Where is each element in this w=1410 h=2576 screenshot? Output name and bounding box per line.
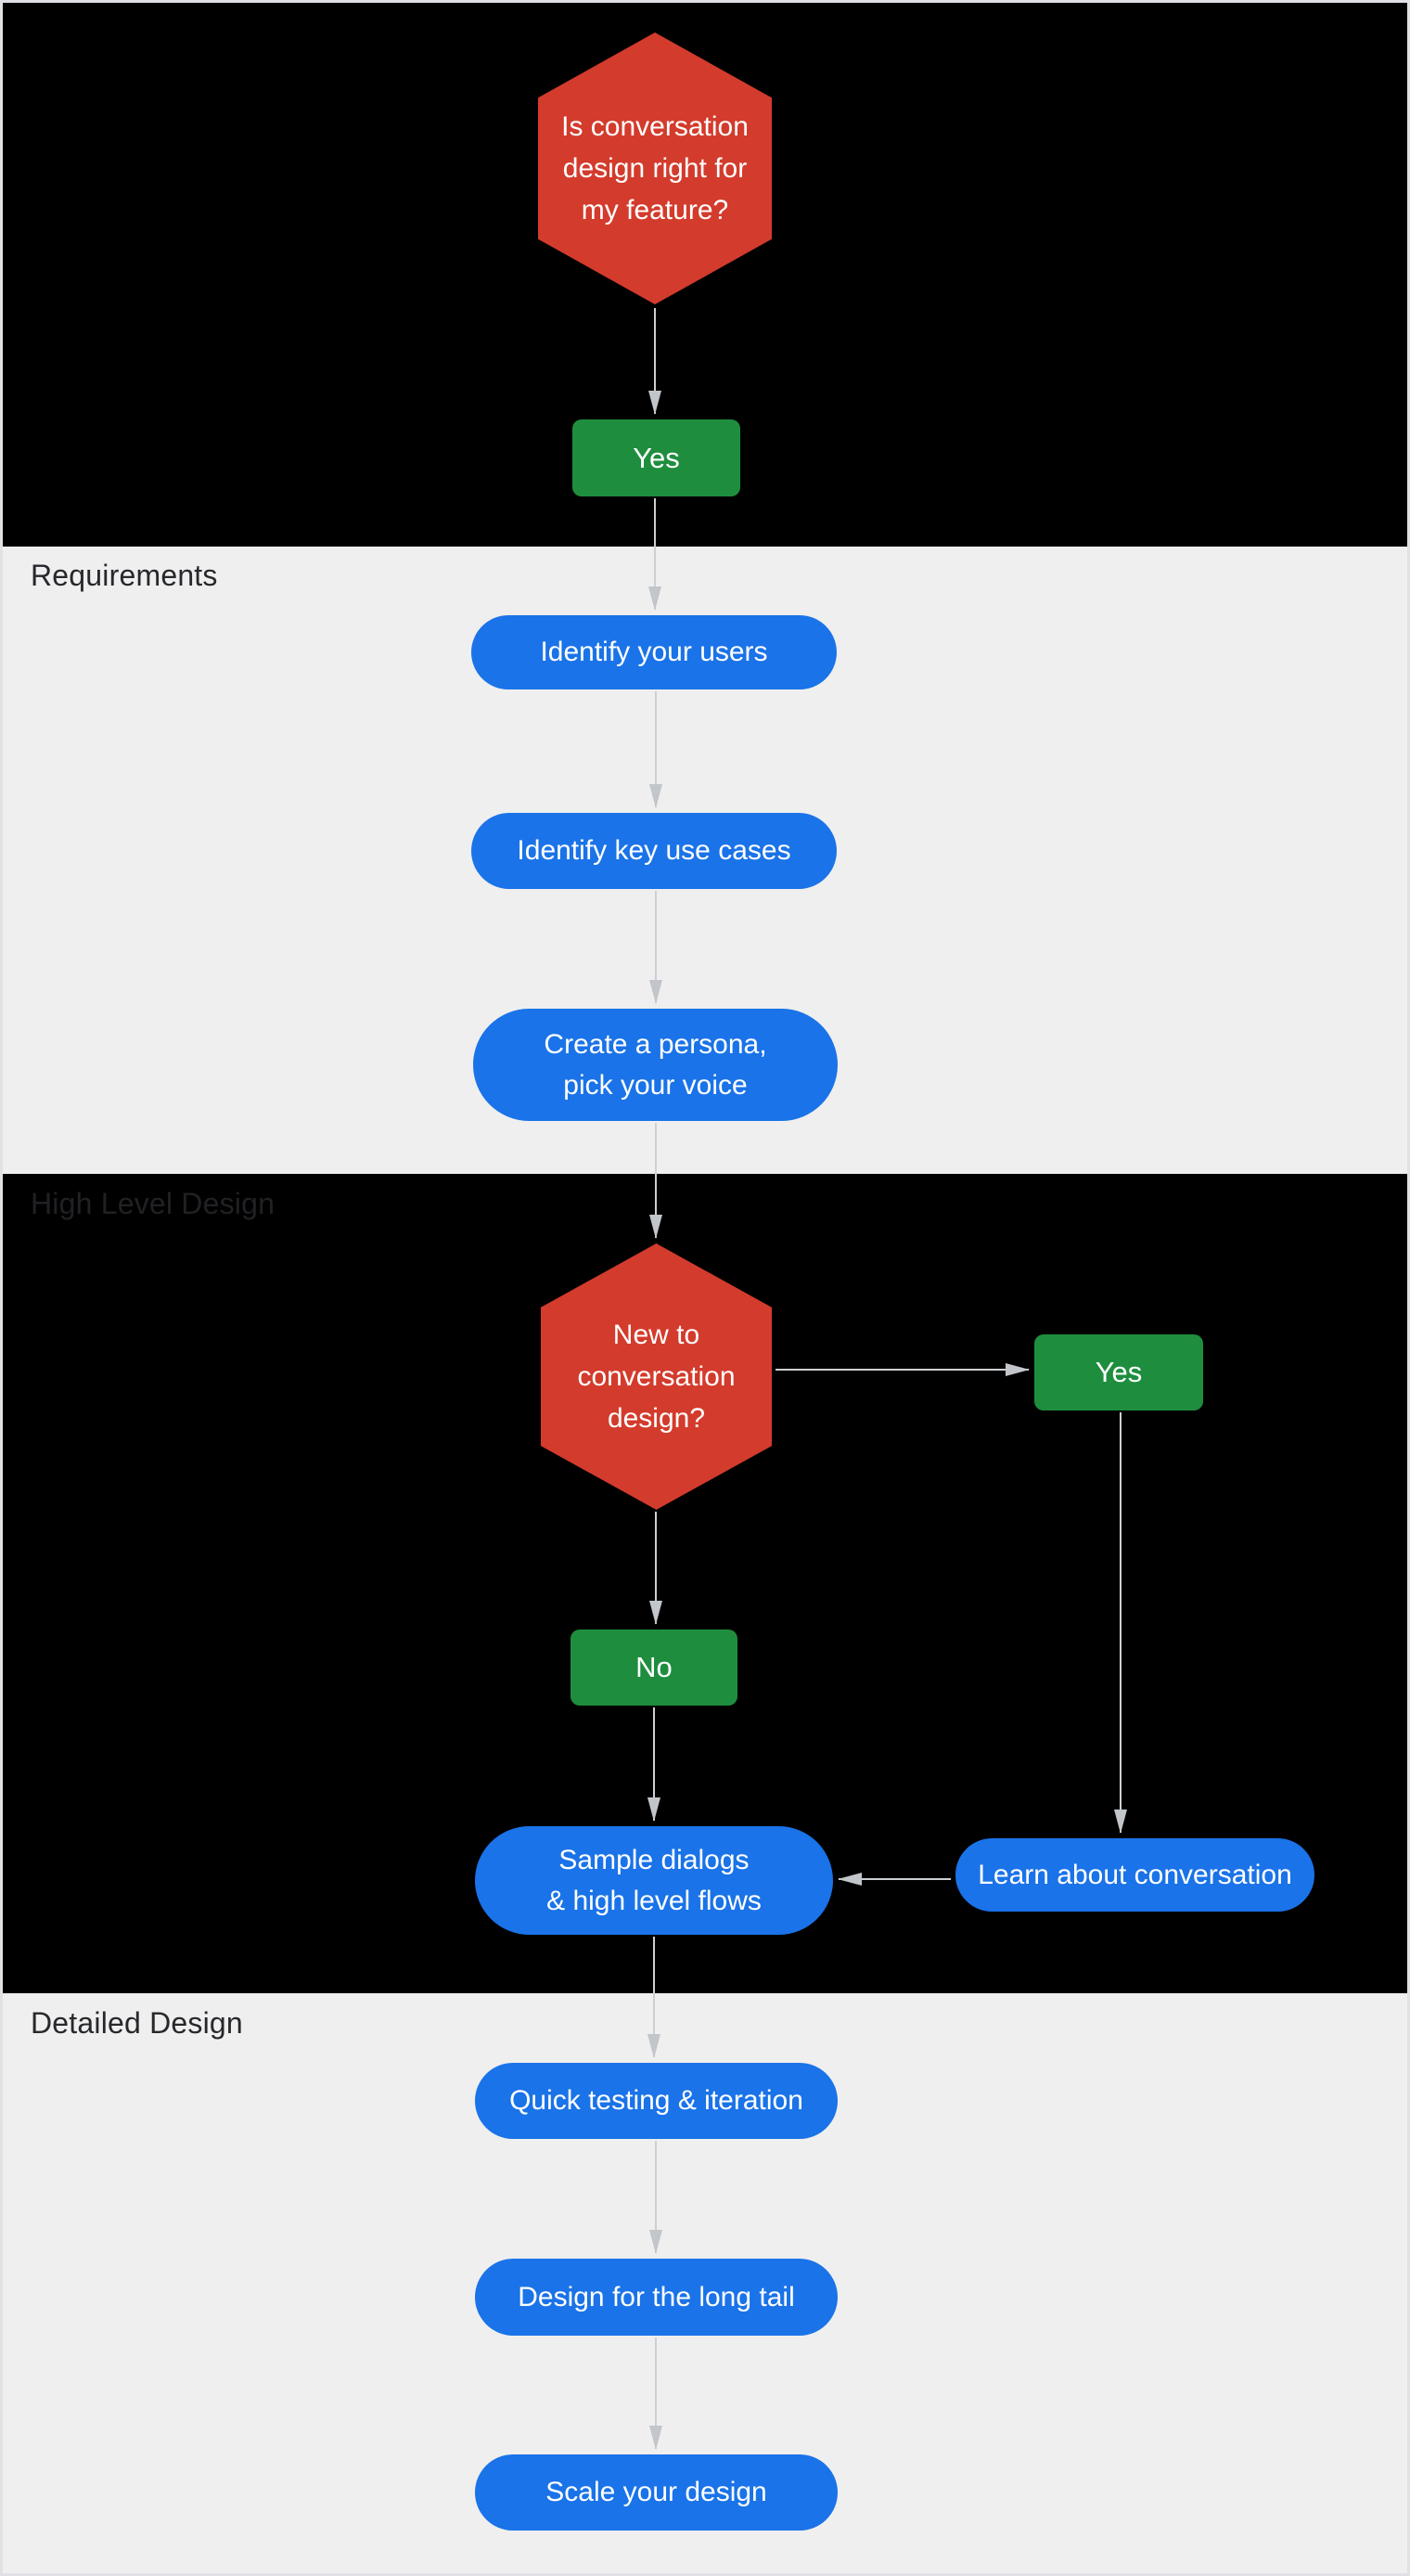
- decision-conversation-design-fit: Is conversation design right for my feat…: [538, 32, 772, 304]
- step-learn-about-conversation[interactable]: Learn about conversation: [955, 1838, 1314, 1912]
- answer-yes-new-button[interactable]: Yes: [1034, 1334, 1203, 1410]
- step-identify-key-use-cases[interactable]: Identify key use cases: [471, 813, 837, 889]
- step-quick-testing-iteration[interactable]: Quick testing & iteration: [475, 2063, 838, 2139]
- answer-no-new-button[interactable]: No: [570, 1629, 737, 1706]
- answer-yes-start-button[interactable]: Yes: [572, 419, 740, 496]
- step-design-for-long-tail[interactable]: Design for the long tail: [475, 2259, 838, 2336]
- step-scale-your-design[interactable]: Scale your design: [475, 2454, 838, 2531]
- section-label-high-level-design: High Level Design: [31, 1187, 276, 1220]
- step-sample-dialogs-high-level-flows[interactable]: Sample dialogs & high level flows: [475, 1826, 833, 1935]
- decision-new-to-conversation-design: New to conversation design?: [541, 1243, 772, 1510]
- section-label-requirements: Requirements: [31, 559, 218, 592]
- step-create-persona-pick-voice[interactable]: Create a persona, pick your voice: [473, 1009, 838, 1121]
- section-label-detailed-design: Detailed Design: [31, 2006, 243, 2040]
- step-identify-your-users[interactable]: Identify your users: [471, 615, 837, 689]
